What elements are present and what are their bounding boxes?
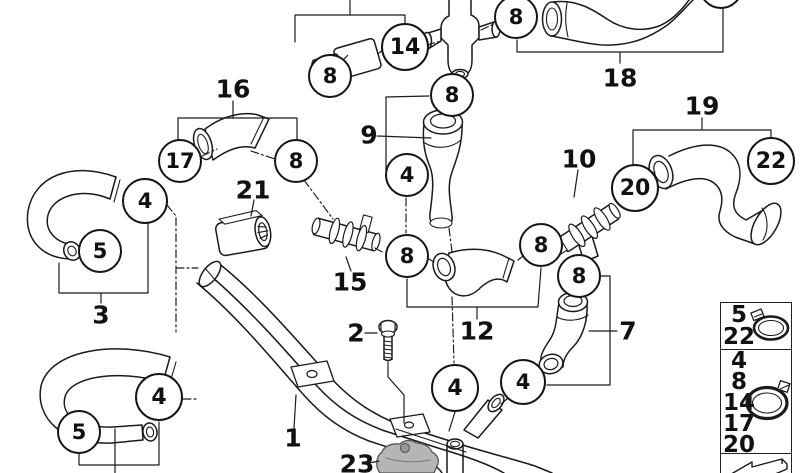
- legend-number-8: 8: [730, 369, 747, 395]
- part-fitting-15: [311, 214, 381, 252]
- callout-8[interactable]: 8: [274, 139, 318, 183]
- hose-clamp-icon: [745, 379, 791, 421]
- part-hose-18: [541, 0, 694, 46]
- leader-lines: [58, 0, 772, 473]
- part-hose-19: [648, 144, 782, 246]
- callout-20[interactable]: 20: [611, 164, 659, 212]
- callout-5[interactable]: 5: [78, 229, 122, 273]
- callout-8[interactable]: 8: [557, 254, 601, 298]
- part-label-21: 21: [235, 175, 271, 205]
- callout-4[interactable]: 4: [500, 359, 546, 405]
- legend-number-20: 20: [722, 432, 755, 458]
- callout-17[interactable]: 17: [158, 139, 202, 183]
- callout-4[interactable]: 4: [122, 178, 168, 224]
- part-label-1: 1: [284, 423, 302, 453]
- hose-clamp-icon: [750, 308, 790, 341]
- direction-arrow-icon: [731, 458, 788, 473]
- part-splined-sleeve: [215, 209, 272, 257]
- callout-4[interactable]: 4: [431, 364, 479, 412]
- part-label-10: 10: [561, 144, 597, 174]
- callout-8[interactable]: 8: [308, 54, 352, 98]
- legend-number-5: 5: [730, 302, 747, 328]
- part-label-15: 15: [332, 267, 368, 297]
- part-hose-3: [26, 169, 121, 261]
- callout-8[interactable]: 8: [519, 223, 563, 267]
- callout-4[interactable]: 4: [385, 153, 429, 197]
- part-label-23: 23: [339, 449, 375, 473]
- legend-number-4: 4: [730, 348, 747, 374]
- part-bolt: [378, 319, 398, 362]
- callout-22[interactable]: 22: [747, 137, 795, 185]
- part-label-9: 9: [360, 120, 378, 150]
- callout-partial[interactable]: [699, 0, 743, 9]
- part-label-3: 3: [92, 300, 110, 330]
- callout-14[interactable]: 14: [381, 23, 429, 71]
- part-label-2: 2: [347, 318, 365, 348]
- callout-8[interactable]: 8: [385, 234, 429, 278]
- part-hose-16: [192, 112, 270, 161]
- part-label-12: 12: [459, 316, 495, 346]
- legend-section-direction: [721, 453, 791, 473]
- legend-number-22: 22: [722, 324, 755, 350]
- part-label-19: 19: [684, 91, 720, 121]
- callout-8[interactable]: 8: [430, 73, 474, 117]
- part-label-18: 18: [602, 63, 638, 93]
- part-aux-pump: [376, 439, 439, 473]
- part-label-16: 16: [215, 74, 251, 104]
- part-elbow-12: [432, 248, 515, 297]
- callout-4[interactable]: 4: [135, 373, 183, 421]
- legend-number-17: 17: [722, 411, 755, 437]
- callout-5[interactable]: 5: [57, 410, 101, 454]
- part-label-7: 7: [619, 316, 637, 346]
- part-main-pipe: [196, 260, 553, 473]
- callout-8[interactable]: 8: [494, 0, 538, 39]
